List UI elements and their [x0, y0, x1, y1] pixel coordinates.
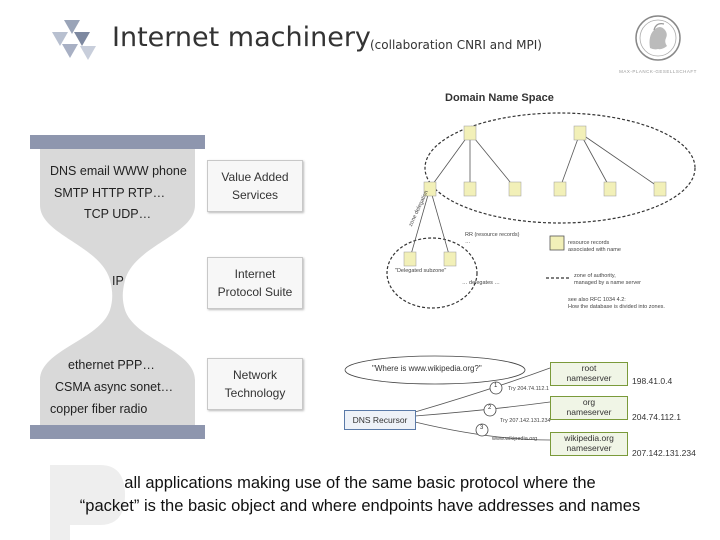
delegated-subzone-label: "Delegated subzone" — [395, 268, 447, 274]
layer-apps-text: DNS email WWW phone — [50, 164, 187, 178]
network-tech-line2: Technology — [224, 386, 286, 400]
dns-resolution-diagram — [344, 355, 551, 441]
wikipedia-ip: 207.142.131.234 — [632, 448, 696, 458]
step-3-circle — [475, 423, 489, 437]
org-nameserver-box: org nameserver — [550, 396, 628, 420]
reply-1: Try 204.74.112.1 — [508, 386, 549, 392]
internet-protocol-suite-box: Internet Protocol Suite — [207, 257, 303, 309]
delegated-subzone-ellipse — [386, 237, 478, 309]
mpg-caption: MAX-PLANCK-GESELLSCHAFT — [619, 69, 697, 74]
step-2-label: 2 — [488, 405, 492, 411]
slide-subtitle: (collaboration CNRI and MPI) — [370, 38, 542, 52]
layer-mac-text: CSMA async sonet… — [55, 380, 174, 394]
legend-icons — [549, 235, 565, 251]
mpg-logo: MAX-PLANCK-GESELLSCHAFT — [618, 14, 698, 74]
layer-ip-text: IP — [112, 274, 124, 288]
step-1-circle — [489, 381, 503, 395]
root-ip: 198.41.0.4 — [632, 376, 673, 386]
hourglass-graphic — [30, 135, 205, 439]
reply-2: Try 207.142.131.234 — [500, 418, 551, 424]
organization-logo-icon — [52, 20, 96, 60]
hourglass-top-bar — [30, 135, 205, 149]
network-technology-box: Network Technology — [207, 358, 303, 410]
dns-space-title: Domain Name Space — [445, 92, 554, 104]
caption-line-2: “packet” is the basic object and where e… — [79, 497, 641, 515]
network-tech-line1: Network — [232, 368, 277, 382]
ip-suite-line1: Internet — [234, 267, 276, 281]
hourglass-shape — [40, 149, 195, 425]
org-ip: 204.74.112.1 — [632, 412, 681, 422]
rr-note: RR (resource records) … — [465, 232, 520, 245]
layer-link-text: ethernet PPP… — [68, 358, 155, 372]
wikipedia-nameserver-box: wikipedia.org nameserver — [550, 432, 628, 456]
step-2-circle — [483, 403, 497, 417]
hourglass-bottom-bar — [30, 425, 205, 439]
root-nameserver-box: root nameserver — [550, 362, 628, 386]
value-added-services-box: Value Added Services — [207, 160, 303, 212]
layer-physical-text: copper fiber radio — [50, 402, 148, 416]
subzone-note: … delegates … — [462, 280, 500, 286]
slide-title: Internet machinery — [112, 22, 371, 53]
dns-tree-diagram — [386, 112, 696, 309]
rfc-note: see also RFC 1034 4.2: How the database … — [568, 297, 665, 310]
root-zone-ellipse — [424, 112, 696, 224]
caption-line-1: all applications making use of the same … — [124, 474, 596, 492]
step-3-label: 3 — [480, 425, 484, 431]
query-bubble — [344, 355, 526, 385]
layer-app-protocols-text: SMTP HTTP RTP… — [54, 186, 166, 200]
dns-recursor-label: DNS Recursor — [352, 415, 408, 425]
layer-transport-text: TCP UDP… — [84, 207, 152, 221]
value-added-line1: Value Added — [221, 170, 289, 184]
query-text: "Where is www.wikipedia.org?" — [372, 364, 482, 373]
legend-zone-text: zone of authority, managed by a name ser… — [574, 273, 641, 286]
minerva-seal-icon — [635, 15, 681, 61]
decorative-background-shape — [50, 465, 125, 540]
value-added-line2: Services — [231, 188, 278, 202]
dns-recursor-box: DNS Recursor — [344, 410, 416, 430]
reply-3: www.wikipedia.org — [492, 436, 538, 442]
legend-rr-text: resource records associated with name — [568, 240, 621, 253]
ip-suite-line2: Protocol Suite — [217, 285, 293, 299]
step-1-label: 1 — [494, 383, 498, 389]
